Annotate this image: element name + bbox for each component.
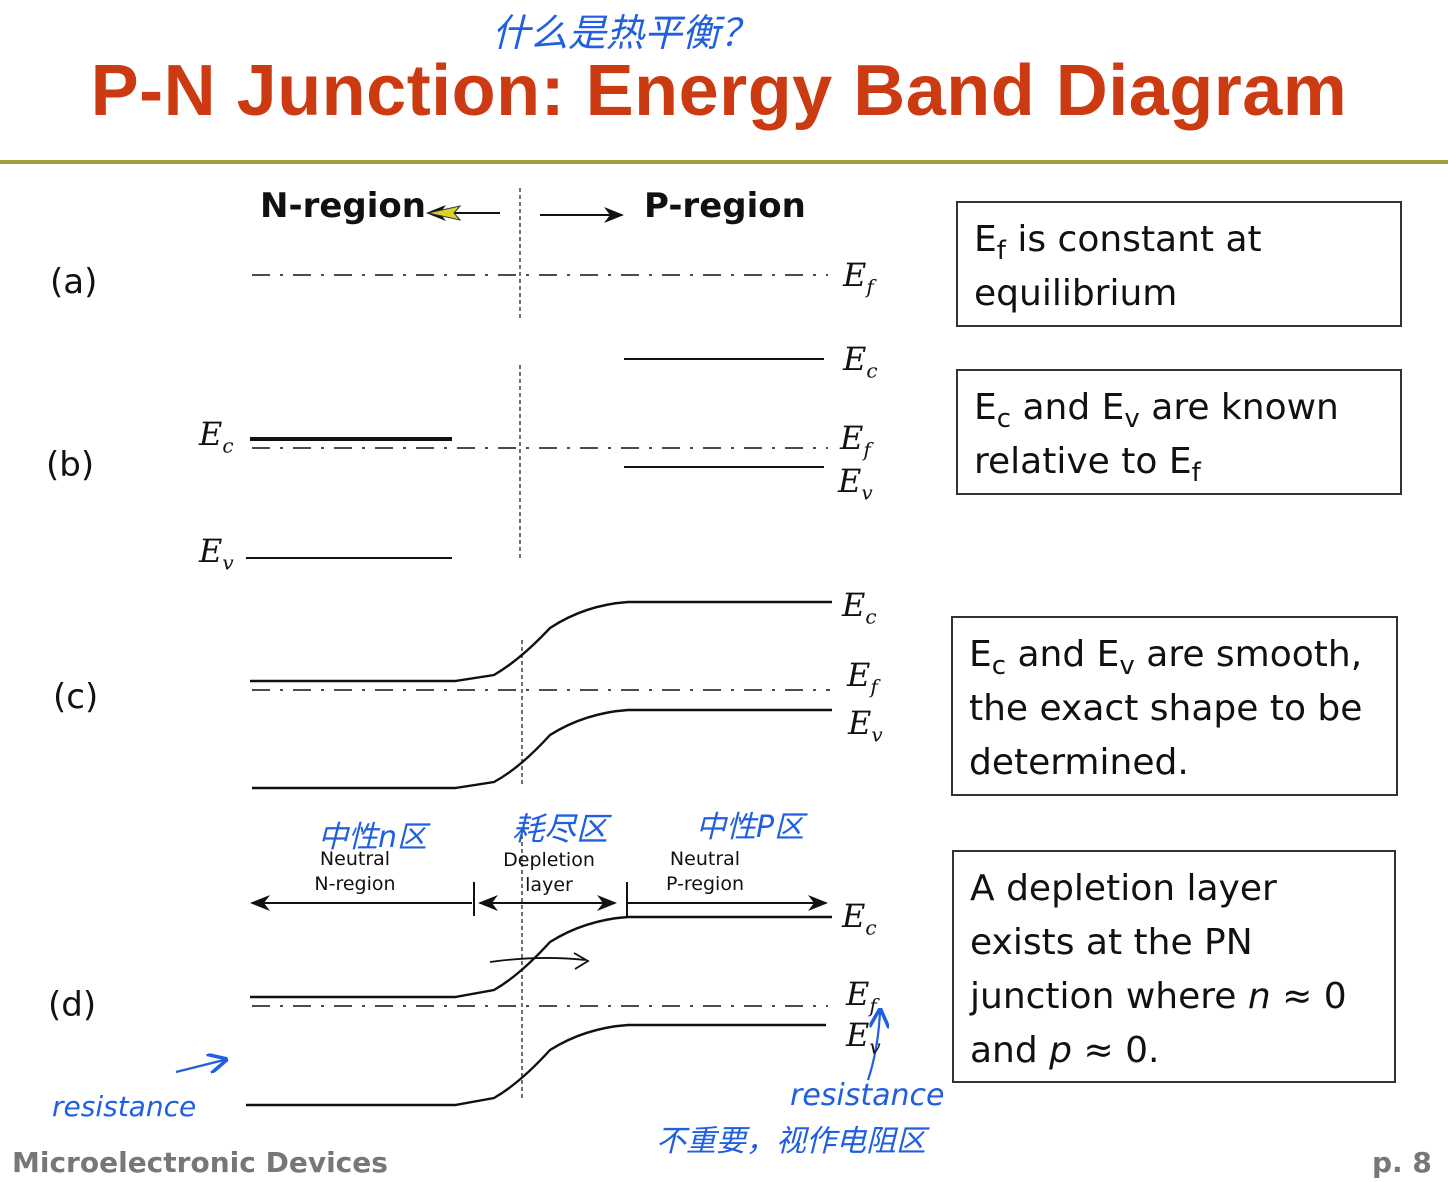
panel-c-drawing — [250, 600, 832, 790]
handwritten-depletion: 耗尽区 — [512, 810, 609, 848]
band-label-ec-c: Ec — [842, 586, 877, 629]
hand-arrow-over-junction — [489, 952, 590, 970]
handwritten-top-note: 什么是热平衡？ — [492, 11, 759, 55]
slide-title: P-N Junction: Energy Band Diagram — [90, 51, 1348, 131]
footer-page-number: p. 8 — [1372, 1146, 1432, 1179]
band-label-ef-c: Ef — [847, 656, 878, 699]
handwritten-neutral-p: 中性P区 — [696, 810, 805, 845]
conduction-band-c — [250, 600, 832, 683]
handwritten-strokes — [175, 952, 880, 1081]
hand-arrow-left — [175, 1060, 224, 1072]
panel-b-drawing — [246, 358, 828, 559]
footer-course-name: Microelectronic Devices — [12, 1146, 388, 1179]
band-label-ef-d: Ef — [846, 975, 877, 1018]
band-label-ef-a: Ef — [843, 256, 874, 299]
n-region-header: N-region — [260, 186, 426, 226]
band-label-ev-c: Ev — [848, 704, 883, 747]
title-divider — [0, 160, 1448, 164]
handwritten-resistance-left: resistance — [52, 1090, 197, 1123]
note-box-c: Ec and Ev are smooth,the exact shape to … — [951, 616, 1398, 796]
band-label-ev-b-right: Ev — [838, 462, 873, 505]
handwritten-neutral-n: 中性n区 — [318, 820, 428, 855]
band-label-ef-b: Ef — [840, 419, 871, 462]
panel-d-drawing — [246, 835, 832, 1107]
conduction-band-d — [250, 915, 832, 999]
band-label-ev-b-left: Ev — [199, 532, 234, 575]
hand-arrow-right — [866, 1012, 880, 1081]
valence-band-c — [252, 708, 832, 790]
p-region-header: P-region — [644, 186, 806, 226]
handwritten-bottom-note: 不重要，视作电阻区 — [656, 1124, 926, 1159]
band-label-ec-b-right: Ec — [843, 340, 878, 383]
valence-band-d — [246, 1023, 826, 1107]
handwritten-resistance-right: resistance — [790, 1078, 945, 1113]
band-label-ec-b-left: Ec — [199, 415, 234, 458]
band-label-ec-d: Ec — [842, 897, 877, 940]
panel-a-drawing — [252, 188, 828, 318]
panel-label-b: (b) — [46, 445, 95, 485]
band-label-ev-d: Ev — [846, 1016, 881, 1059]
panel-label-a: (a) — [50, 262, 98, 302]
panel-label-d: (d) — [48, 985, 97, 1025]
region-header-arrows — [426, 205, 624, 223]
panel-label-c: (c) — [53, 677, 99, 717]
